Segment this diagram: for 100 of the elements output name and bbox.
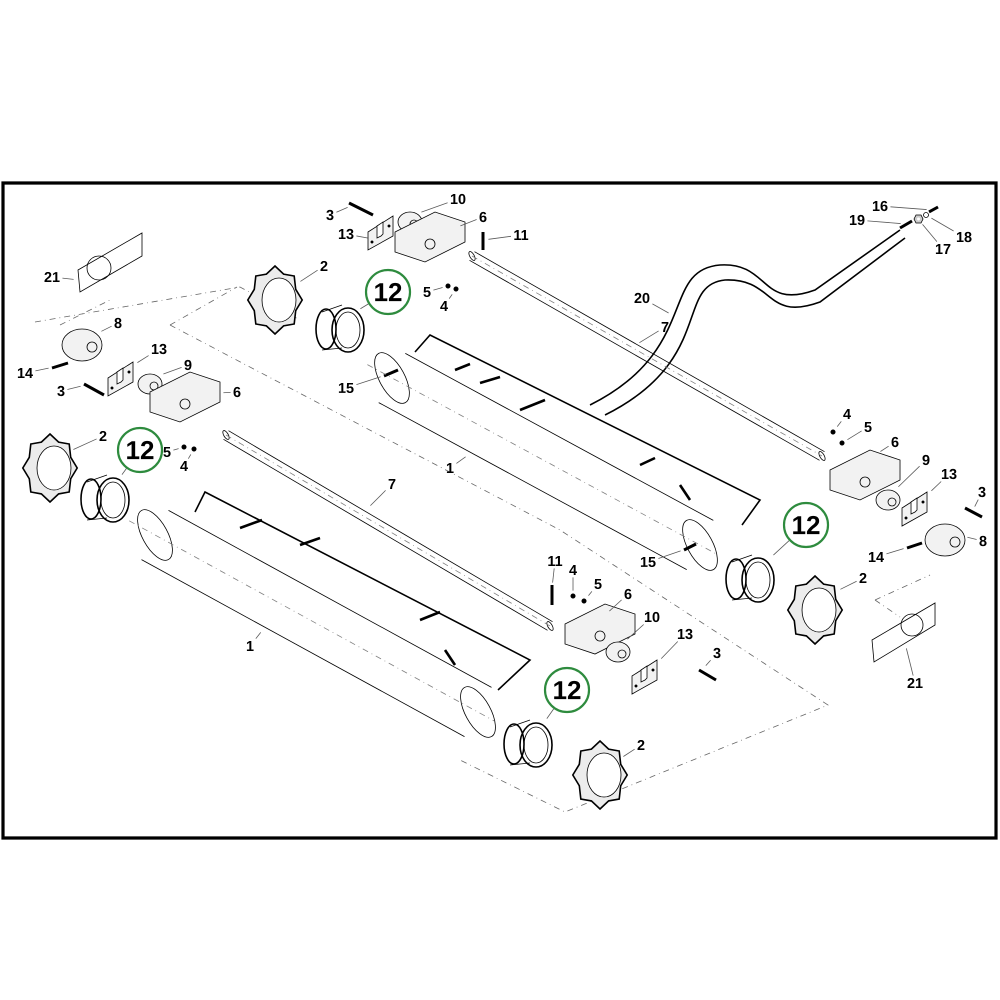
callout-number: 2: [638, 740, 644, 750]
hose-fitting-drawing: [899, 220, 913, 230]
leader-line: [623, 748, 635, 757]
leader-line: [62, 278, 74, 280]
leader-line: [448, 294, 453, 300]
leader-line: [255, 632, 262, 640]
callout-number: 3: [57, 386, 64, 396]
callout-number: 15: [338, 382, 354, 393]
leader-line: [370, 490, 386, 506]
callout-number: 19: [850, 214, 864, 226]
callout-number: 14: [18, 368, 33, 378]
leader-line: [546, 708, 554, 719]
nut-drawing: [830, 430, 836, 434]
leader-line: [922, 224, 938, 242]
callout-number: 6: [624, 588, 632, 600]
bearing-drawing: [876, 490, 900, 510]
leader-line: [137, 355, 149, 363]
leader-line: [356, 236, 368, 238]
callout-number: 4: [440, 301, 448, 311]
leader-line: [73, 438, 97, 450]
bolt-drawing: [698, 668, 717, 682]
leader-line: [906, 648, 914, 676]
leader-line: [421, 202, 448, 212]
callout-number: 1: [446, 463, 454, 473]
callout-number: 8: [979, 536, 987, 546]
callout-number: 21: [44, 272, 60, 282]
bolt-drawing: [83, 382, 105, 396]
bushing-drawing: [503, 720, 553, 768]
leader-line: [867, 220, 902, 224]
leader-line: [627, 624, 644, 640]
leader-line: [705, 660, 711, 666]
callout-number: 4: [569, 565, 577, 575]
callout-number: 6: [234, 386, 240, 398]
end-cap-drawing: [924, 524, 966, 556]
callout-number: 13: [678, 628, 692, 640]
leader-line: [552, 568, 555, 583]
leader-line: [188, 454, 192, 460]
bushing-drawing: [315, 304, 365, 353]
pin-drawing: [550, 585, 554, 605]
callout-number: 7: [662, 322, 668, 332]
nut-drawing: [454, 286, 458, 292]
bracket-drawing: [150, 372, 220, 422]
grease-nipple-drawing: [928, 206, 939, 214]
leader-line: [173, 448, 179, 451]
leader-line: [360, 304, 369, 310]
callout-number: 13: [338, 228, 354, 240]
leader-line: [588, 591, 592, 596]
pin-drawing: [52, 362, 68, 370]
shaft-drawing: [468, 251, 826, 461]
washer-drawing: [582, 598, 586, 604]
end-cap-drawing: [62, 328, 102, 362]
leader-line: [35, 368, 49, 372]
bolt-drawing: [964, 506, 983, 518]
leader-line: [652, 303, 669, 314]
leader-line: [456, 456, 466, 464]
leader-line: [101, 326, 112, 332]
leader-line: [890, 206, 928, 210]
leader-line: [773, 540, 790, 556]
leader-line: [967, 536, 978, 540]
callout-number: 10: [450, 194, 466, 204]
callout-number: 3: [326, 210, 334, 220]
leader-line: [460, 219, 477, 226]
washer-drawing: [182, 444, 186, 450]
callout-number: 5: [423, 286, 431, 297]
callout-number: 4: [180, 461, 188, 471]
callout-number: 5: [594, 578, 602, 590]
pin-drawing: [906, 542, 922, 550]
callout-number: 9: [922, 454, 930, 466]
callout-number: 6: [892, 436, 898, 448]
callout-number: 13: [152, 344, 166, 354]
leader-line: [609, 599, 622, 612]
roller-drawing: [128, 509, 496, 738]
leader-line: [660, 641, 678, 659]
leader-line: [223, 392, 231, 394]
leader-line: [300, 270, 318, 282]
washer-drawing: [923, 212, 929, 218]
leader-line: [163, 366, 182, 374]
leader-line: [840, 580, 857, 590]
callout-number: 21: [908, 678, 923, 688]
leader-line: [974, 499, 979, 507]
callout-number: 11: [514, 230, 528, 240]
callout-number: 18: [956, 232, 972, 242]
callout-number: 16: [872, 200, 888, 212]
sprocket-drawing: [572, 740, 628, 810]
callout-number: 13: [942, 468, 956, 480]
washer-drawing: [446, 284, 450, 288]
leader-line: [488, 236, 512, 240]
leader-line: [898, 466, 920, 488]
nut-drawing: [914, 214, 924, 224]
callout-number: 5: [163, 446, 171, 457]
callout-number: 14: [868, 552, 884, 562]
leader-line: [886, 548, 904, 554]
callout-number: 4: [843, 409, 851, 419]
leader-line: [931, 218, 954, 232]
washer-drawing: [840, 440, 845, 446]
callout-number: 7: [388, 479, 396, 489]
callout-number: 8: [114, 318, 122, 328]
callout-number: 2: [100, 431, 106, 442]
callout-number: 3: [713, 648, 720, 658]
bracket-drawing: [830, 450, 900, 500]
